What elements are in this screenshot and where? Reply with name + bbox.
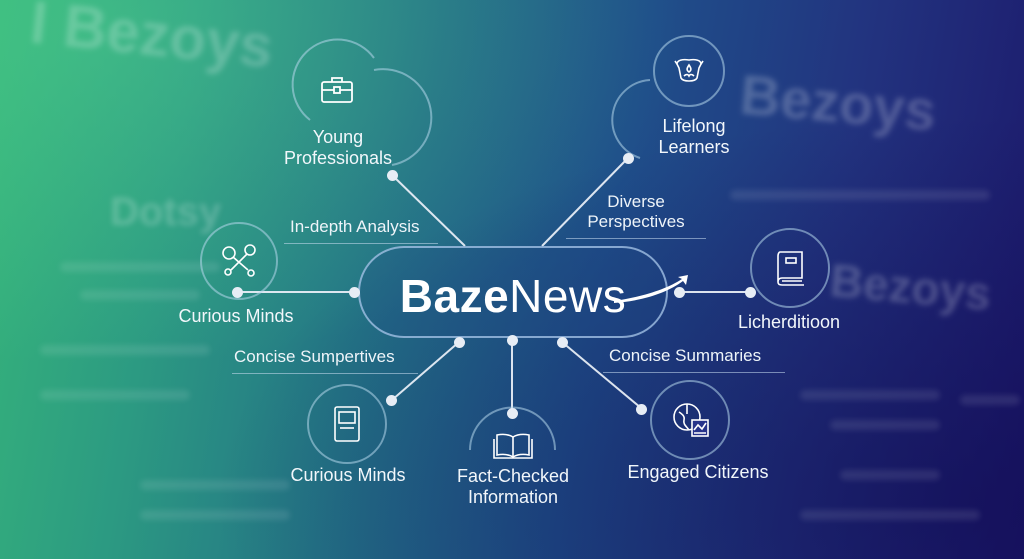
connector-dot xyxy=(674,287,685,298)
connector-dot xyxy=(507,408,518,419)
tablet-document-icon xyxy=(334,406,360,442)
connector-dot xyxy=(386,395,397,406)
background-ghost-text: Dotsy xyxy=(110,190,222,234)
background-ghost-bar xyxy=(80,290,200,300)
swoosh-arrow-icon xyxy=(613,275,688,303)
node-label-line: Professionals xyxy=(283,148,393,168)
node-label-line: Learners xyxy=(658,137,730,157)
node-lifelong-learners-circle xyxy=(653,35,725,107)
connector-dot xyxy=(507,335,518,346)
connector-dot xyxy=(454,337,465,348)
background-ghost-bar xyxy=(800,510,980,520)
background-ghost-bar xyxy=(960,395,1020,405)
node-fact-checked-information: Fact-Checked Information xyxy=(448,466,578,508)
background-ghost-bar xyxy=(40,390,190,400)
background-ghost-bar xyxy=(830,420,940,430)
node-label-line: Young xyxy=(312,127,364,147)
connector-dot xyxy=(623,153,634,164)
node-licherditioon-circle xyxy=(750,228,830,308)
connector-dot xyxy=(745,287,756,298)
background-ghost-bar xyxy=(840,470,940,480)
logo-word-news: News xyxy=(509,270,627,322)
node-young-professionals-icon-wrap xyxy=(296,48,378,130)
node-curious-minds-bottom-circle xyxy=(307,384,387,464)
bazenews-logo: BazeNews xyxy=(399,269,688,323)
feature-label-line: Perspectives xyxy=(587,212,685,231)
connector-dot xyxy=(557,337,568,348)
node-curious-minds-circle xyxy=(200,222,278,300)
background-ghost-bar xyxy=(140,510,290,520)
node-engaged-citizens-circle xyxy=(650,380,730,460)
feature-concise-sumpertives: Concise Sumpertives xyxy=(232,347,418,374)
node-label-line: Lifelong xyxy=(662,116,726,136)
connector-dot xyxy=(349,287,360,298)
background-ghost-bar xyxy=(730,190,990,200)
feature-label-line: Diverse xyxy=(607,192,665,211)
node-licherditioon: Licherditioon xyxy=(737,312,841,332)
node-curious-minds-bottom: Curious Minds xyxy=(290,465,406,485)
connector-dot xyxy=(636,404,647,415)
background-ghost-bar xyxy=(40,345,210,355)
node-fact-checked-icon-wrap xyxy=(487,425,539,465)
molecule-nodes-icon xyxy=(222,244,256,277)
open-book-icon xyxy=(493,433,533,459)
connector-dot xyxy=(387,170,398,181)
feature-diverse-perspectives: Diverse Perspectives xyxy=(566,192,706,239)
logo-word-baze: Baze xyxy=(399,270,510,322)
feature-concise-summaries: Concise Summaries xyxy=(603,346,785,373)
bazenews-hub: BazeNews xyxy=(358,246,688,338)
node-curious-minds-left: Curious Minds xyxy=(178,306,294,326)
node-engaged-citizens: Engaged Citizens xyxy=(627,462,769,482)
node-lifelong-learners: Lifelong Learners xyxy=(646,116,742,158)
background-ghost-bar xyxy=(60,262,220,272)
background-ghost-bar xyxy=(800,390,940,400)
node-young-professionals: Young Professionals xyxy=(276,127,400,169)
lotus-drop-icon xyxy=(674,58,704,82)
background-ghost-bar xyxy=(140,480,290,490)
briefcase-icon xyxy=(321,77,353,103)
node-label-line: Information xyxy=(467,487,559,507)
chart-globe-icon xyxy=(673,403,709,437)
node-label-line: Fact-Checked xyxy=(456,466,570,486)
feature-in-depth-analysis: In-depth Analysis xyxy=(284,217,438,244)
book-icon xyxy=(777,251,804,286)
